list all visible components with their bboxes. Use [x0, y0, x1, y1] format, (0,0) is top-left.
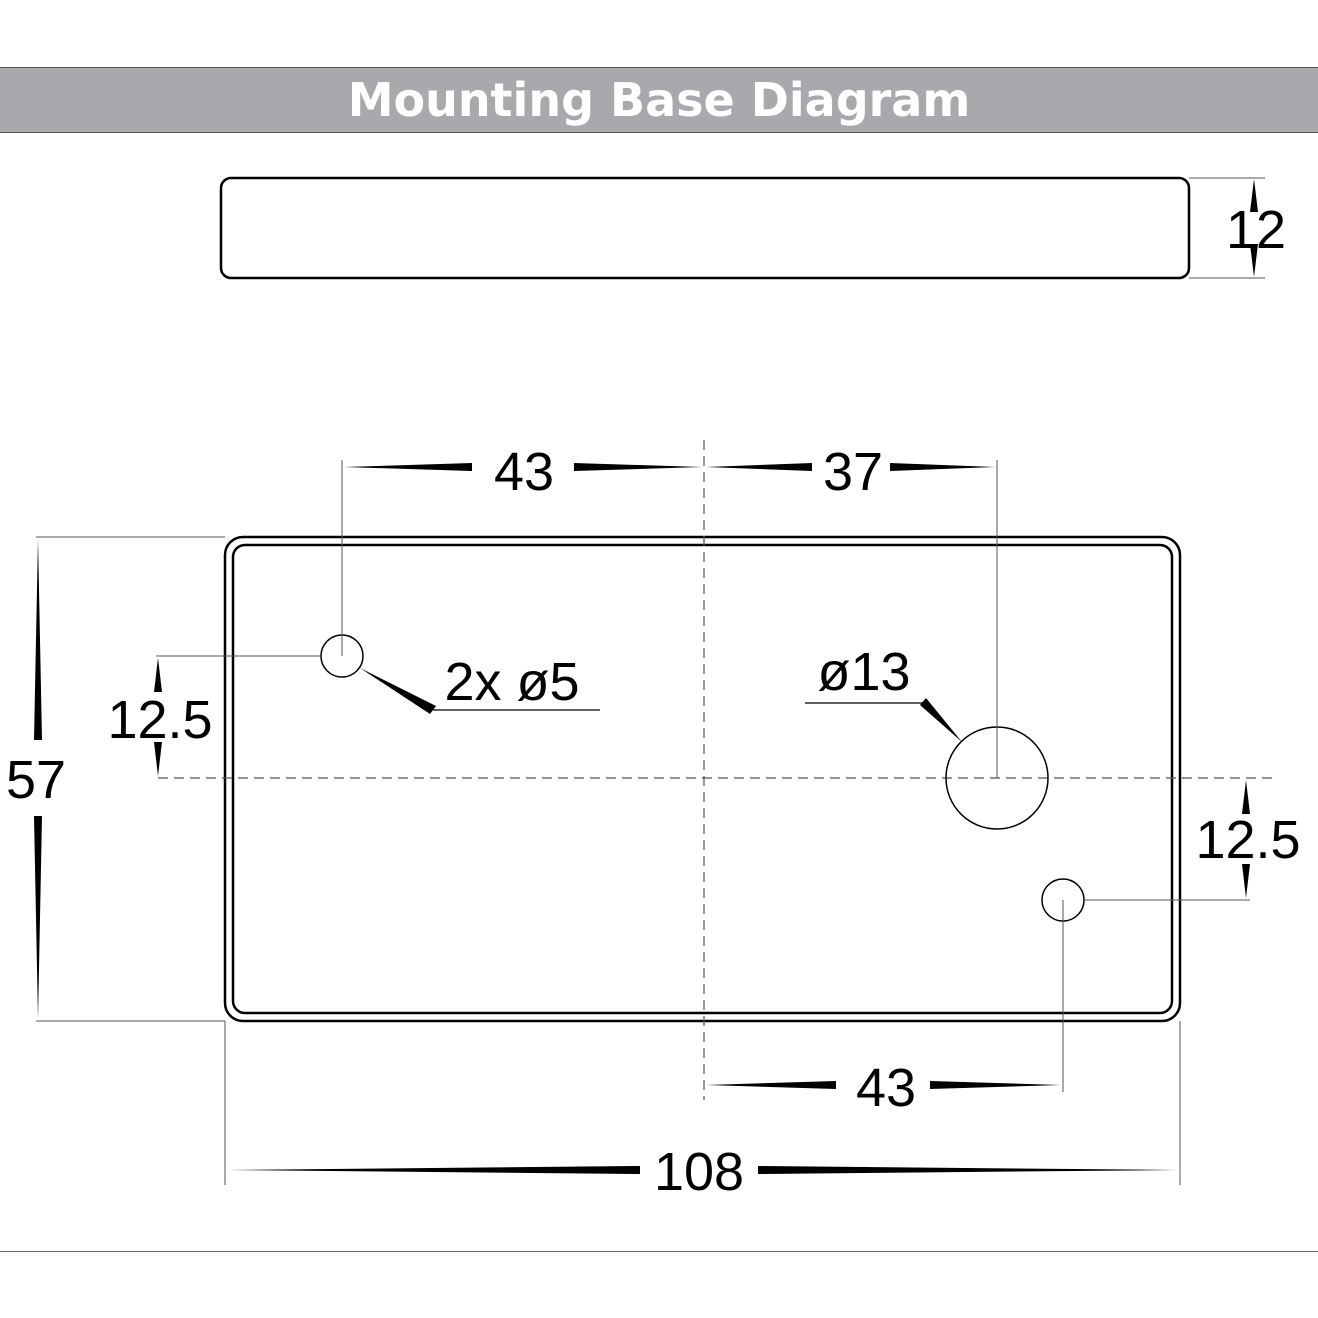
bottom-rule	[0, 1251, 1318, 1252]
depth-arrow-top	[34, 539, 42, 740]
bottom-right-arrow-a	[706, 1081, 836, 1089]
depth-arrow-bottom	[34, 816, 42, 1019]
bottom-right-arrow-b	[930, 1081, 1061, 1089]
dimension-width: 108	[654, 1142, 744, 1202]
label-small-holes: 2x ø5	[444, 652, 579, 712]
large-hole-leader	[920, 698, 962, 742]
title-bar: Mounting Base Diagram	[0, 67, 1318, 133]
side-profile	[219, 176, 1191, 280]
small-hole-leader	[360, 668, 436, 714]
page-title: Mounting Base Diagram	[347, 73, 971, 127]
height-arrow-top	[1250, 179, 1258, 212]
base-plate-outer	[223, 535, 1182, 1023]
dimension-right-offset: 12.5	[1195, 810, 1300, 870]
width-arrow-left	[227, 1166, 640, 1174]
dimension-left-offset: 12.5	[107, 690, 212, 750]
dimension-bottom-right: 43	[856, 1058, 916, 1118]
top-left-arrow-b	[574, 463, 702, 471]
dimension-height: 12	[1226, 200, 1286, 260]
base-plate-inner	[231, 543, 1174, 1015]
height-arrow-bottom	[1250, 244, 1258, 277]
top-left-arrow-a	[344, 463, 472, 471]
right-offset-arrow-top	[1242, 780, 1250, 814]
label-large-hole: ø13	[817, 642, 910, 702]
top-right-arrow-b	[890, 463, 995, 471]
dimension-depth: 57	[6, 750, 66, 810]
top-right-arrow-a	[706, 463, 812, 471]
dimension-top-right: 37	[823, 442, 883, 502]
left-offset-arrow-bottom	[154, 742, 162, 776]
dimension-top-left: 43	[494, 442, 554, 502]
right-offset-arrow-bottom	[1242, 864, 1250, 898]
width-arrow-right	[758, 1166, 1178, 1174]
left-offset-arrow-top	[154, 658, 162, 692]
